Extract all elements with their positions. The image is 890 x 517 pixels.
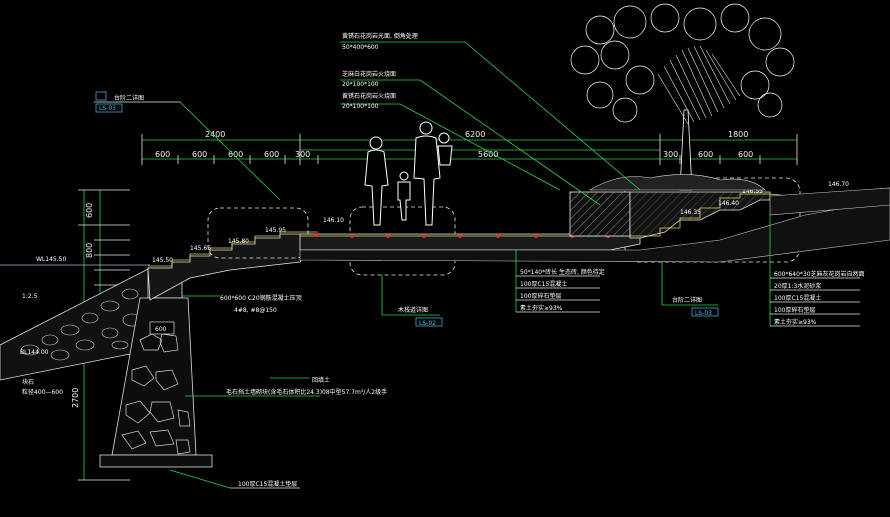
- leader-bottom: [169, 469, 231, 489]
- detail-box-left: [207, 207, 309, 259]
- ref2-code: LS-02: [419, 320, 436, 327]
- dim-middle: 5600: [478, 150, 498, 159]
- right-layer-3: 100厚C15混凝土: [774, 294, 821, 302]
- dim-top-0: 600: [155, 150, 170, 159]
- elev-14550: 145.50: [152, 257, 173, 264]
- elev-14655: 146.55: [742, 188, 763, 195]
- dim-top-1: 600: [192, 150, 207, 159]
- elev-14635: 146.35: [680, 209, 701, 216]
- pave-layer-2: 100厚C15混凝土: [520, 280, 567, 288]
- dim-vert-2700: 2700: [71, 388, 80, 408]
- elev-14595: 145.95: [265, 227, 286, 234]
- slope-ratio: 1:2.5: [22, 293, 38, 300]
- wall-footing: [99, 454, 213, 468]
- coping-label: 600*600 C20钢筋混凝土压顶: [220, 294, 302, 302]
- dim-top-7: 600: [738, 150, 753, 159]
- elev-14565: 145.65: [190, 245, 211, 252]
- subgrade: [299, 199, 890, 263]
- right-layer-5: 素土夯实≥93%: [774, 318, 817, 326]
- dim-top-5: 300: [663, 150, 678, 159]
- elev-14640: 146.40: [718, 200, 739, 207]
- right-leaders: [769, 215, 860, 327]
- dim-vert-800: 800: [85, 243, 94, 258]
- ref-tag-right[interactable]: [661, 262, 719, 317]
- backfill-label: 回填土: [312, 376, 330, 384]
- wall-leaders: [182, 295, 320, 397]
- anno-top3: 黄锈石花岗岩火烧面: [342, 92, 396, 100]
- anno-top3-size: 20*100*100: [342, 103, 379, 110]
- pave-layer-4: 素土夯实≥93%: [520, 304, 563, 312]
- wall-width-box: [149, 321, 175, 335]
- dim-overall-right: 1800: [728, 130, 748, 139]
- ref3-code: LS-03: [695, 310, 712, 317]
- elev-14670: 146.70: [828, 181, 849, 188]
- dim-top-4: 300: [295, 150, 310, 159]
- water-level-label: WL145.50: [36, 256, 66, 263]
- wall-width-label: 600: [155, 326, 167, 333]
- rubble-texture: [20, 288, 147, 361]
- ref1-code: LS-03: [99, 105, 116, 112]
- elev-14610: 146.10: [323, 217, 344, 224]
- pave-layer-3: 100厚碎石垫层: [520, 292, 561, 300]
- tree-illustration: [570, 3, 795, 191]
- ref-tag-left[interactable]: [94, 91, 281, 201]
- rebar-label: 4#8, #8@150: [234, 307, 277, 314]
- left-steps-outline: [148, 231, 318, 267]
- people-figures: [364, 121, 453, 226]
- dim-overall-mid: 6200: [465, 130, 485, 139]
- dim-top-6: 600: [698, 150, 713, 159]
- elev-14580: 145.80: [228, 238, 249, 245]
- top-leaders: [340, 41, 641, 206]
- anno-top2: 芝麻白花岗岩火烧面: [342, 70, 396, 78]
- ref1-text: 台阶二详图: [114, 94, 144, 102]
- anno-top1-size: 50*400*600: [342, 44, 379, 51]
- right-layer-1: 600*640*30芝麻灰花岗岩自然面: [774, 270, 865, 278]
- paving-leaders: [515, 250, 600, 313]
- anno-top2-size: 20*100*100: [342, 81, 379, 88]
- ref2-text: 木栈道详图: [398, 306, 428, 314]
- bottom-base-label: 100厚C15混凝土垫层: [238, 480, 297, 488]
- left-stone-label: 块石: [22, 378, 34, 386]
- anno-top1: 黄锈石花岗岩光面, 倒角处理: [342, 32, 418, 40]
- left-slope: [0, 267, 151, 381]
- left-steps: [147, 233, 319, 301]
- ref3-text: 台阶二详图: [672, 296, 702, 304]
- wall-stones: [121, 333, 191, 455]
- bottom-elevation: BL144.00: [20, 349, 49, 356]
- dim-top-2: 600: [228, 150, 243, 159]
- right-step-outline: [630, 187, 890, 237]
- dim-top-3: 600: [264, 150, 279, 159]
- dim-vert-600: 600: [85, 203, 94, 218]
- dim-overall-left: 2400: [205, 130, 225, 139]
- wall-note: 毛石挡土墙砌块(含毛石体积比24.3)08中型57.7m³/人2级手: [226, 388, 387, 396]
- pave-layer-1: 50*140*砖长 生态砖, 颜色待定: [520, 268, 605, 276]
- right-layer-2: 20厚1:3水泥砂浆: [774, 282, 821, 290]
- ref-tag-mid[interactable]: [381, 275, 443, 327]
- right-layer-4: 100厚碎石垫层: [774, 306, 815, 314]
- left-stone-size: 粒径400—600: [22, 388, 63, 396]
